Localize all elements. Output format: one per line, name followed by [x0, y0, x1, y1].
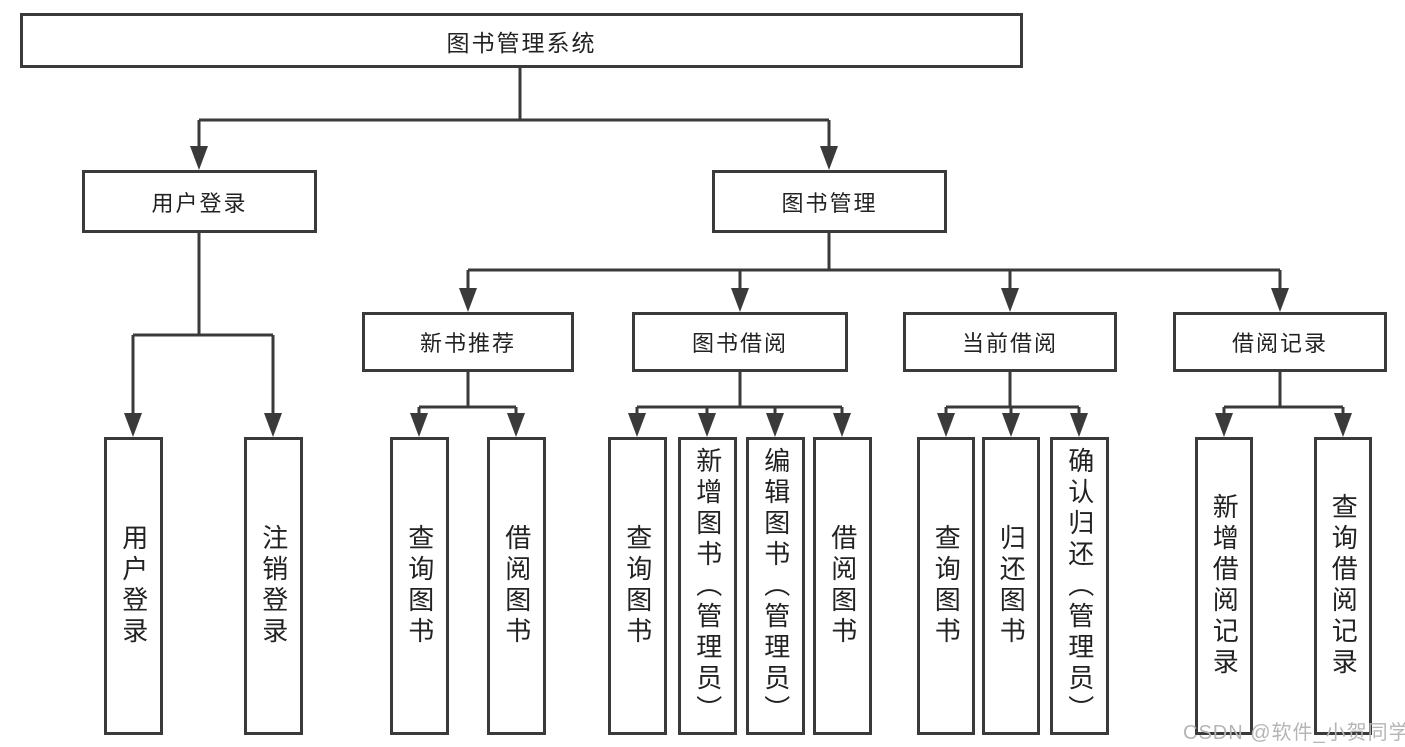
connector-root-to-level2	[190, 67, 838, 170]
node-label: 用户登录	[151, 190, 248, 216]
leaf-label: 编辑图书（管理员）	[760, 446, 791, 726]
leaf-label: 查询图书	[931, 524, 962, 648]
connector-borrow-records-children	[1215, 372, 1352, 437]
leaf-label: 查询图书	[622, 524, 653, 648]
connector-current-borrow-children	[937, 372, 1088, 437]
leaf-borrow-books-recommend: 借阅图书	[487, 437, 546, 735]
node-label: 借阅记录	[1231, 331, 1328, 356]
leaf-query-books-recommend: 查询图书	[390, 437, 449, 735]
leaf-edit-book-admin: 编辑图书（管理员）	[746, 437, 805, 735]
leaf-label: 新增借阅记录	[1209, 493, 1240, 679]
leaf-query-books-borrow: 查询图书	[608, 437, 667, 735]
node-label: 图书管理	[781, 190, 878, 216]
leaf-user-login: 用户登录	[104, 437, 163, 735]
leaf-label: 查询借阅记录	[1328, 493, 1359, 679]
leaf-add-book-admin: 新增图书（管理员）	[678, 437, 737, 735]
leaf-logout: 注销登录	[244, 437, 303, 735]
node-user-login: 用户登录	[82, 170, 317, 233]
node-book-management: 图书管理	[712, 170, 947, 233]
leaf-borrow-books: 借阅图书	[813, 437, 872, 735]
node-new-book-recommend: 新书推荐	[362, 312, 574, 372]
leaf-label: 注销登录	[258, 524, 289, 648]
leaf-label: 新增图书（管理员）	[692, 446, 723, 726]
node-current-borrow: 当前借阅	[903, 312, 1117, 372]
node-book-borrow: 图书借阅	[632, 312, 848, 372]
leaf-label: 借阅图书	[827, 524, 858, 648]
connector-book-management-to-level3	[459, 233, 1289, 312]
leaf-label: 借阅图书	[501, 524, 532, 648]
leaf-return-books: 归还图书	[982, 437, 1040, 735]
leaf-query-books-current: 查询图书	[917, 437, 975, 735]
node-label: 当前借阅	[961, 331, 1058, 356]
leaf-confirm-return-admin: 确认归还（管理员）	[1050, 437, 1109, 735]
leaf-label: 确认归还（管理员）	[1064, 446, 1095, 726]
leaf-label: 用户登录	[118, 524, 149, 648]
connector-new-book-recommend-children	[410, 372, 525, 437]
connector-book-borrow-children	[628, 372, 851, 437]
csdn-watermark: CSDN @软件_小贺同学	[1183, 722, 1405, 744]
leaf-label: 查询图书	[404, 524, 435, 648]
leaf-add-borrow-record: 新增借阅记录	[1195, 437, 1253, 735]
connector-user-login-children	[124, 233, 282, 437]
node-label: 新书推荐	[419, 331, 516, 356]
leaf-query-borrow-record: 查询借阅记录	[1314, 437, 1372, 735]
node-root-system: 图书管理系统	[20, 13, 1023, 68]
node-label: 图书管理系统	[446, 29, 597, 56]
node-label: 图书借阅	[691, 331, 788, 356]
node-borrow-records: 借阅记录	[1173, 312, 1387, 372]
leaf-label: 归还图书	[996, 524, 1027, 648]
